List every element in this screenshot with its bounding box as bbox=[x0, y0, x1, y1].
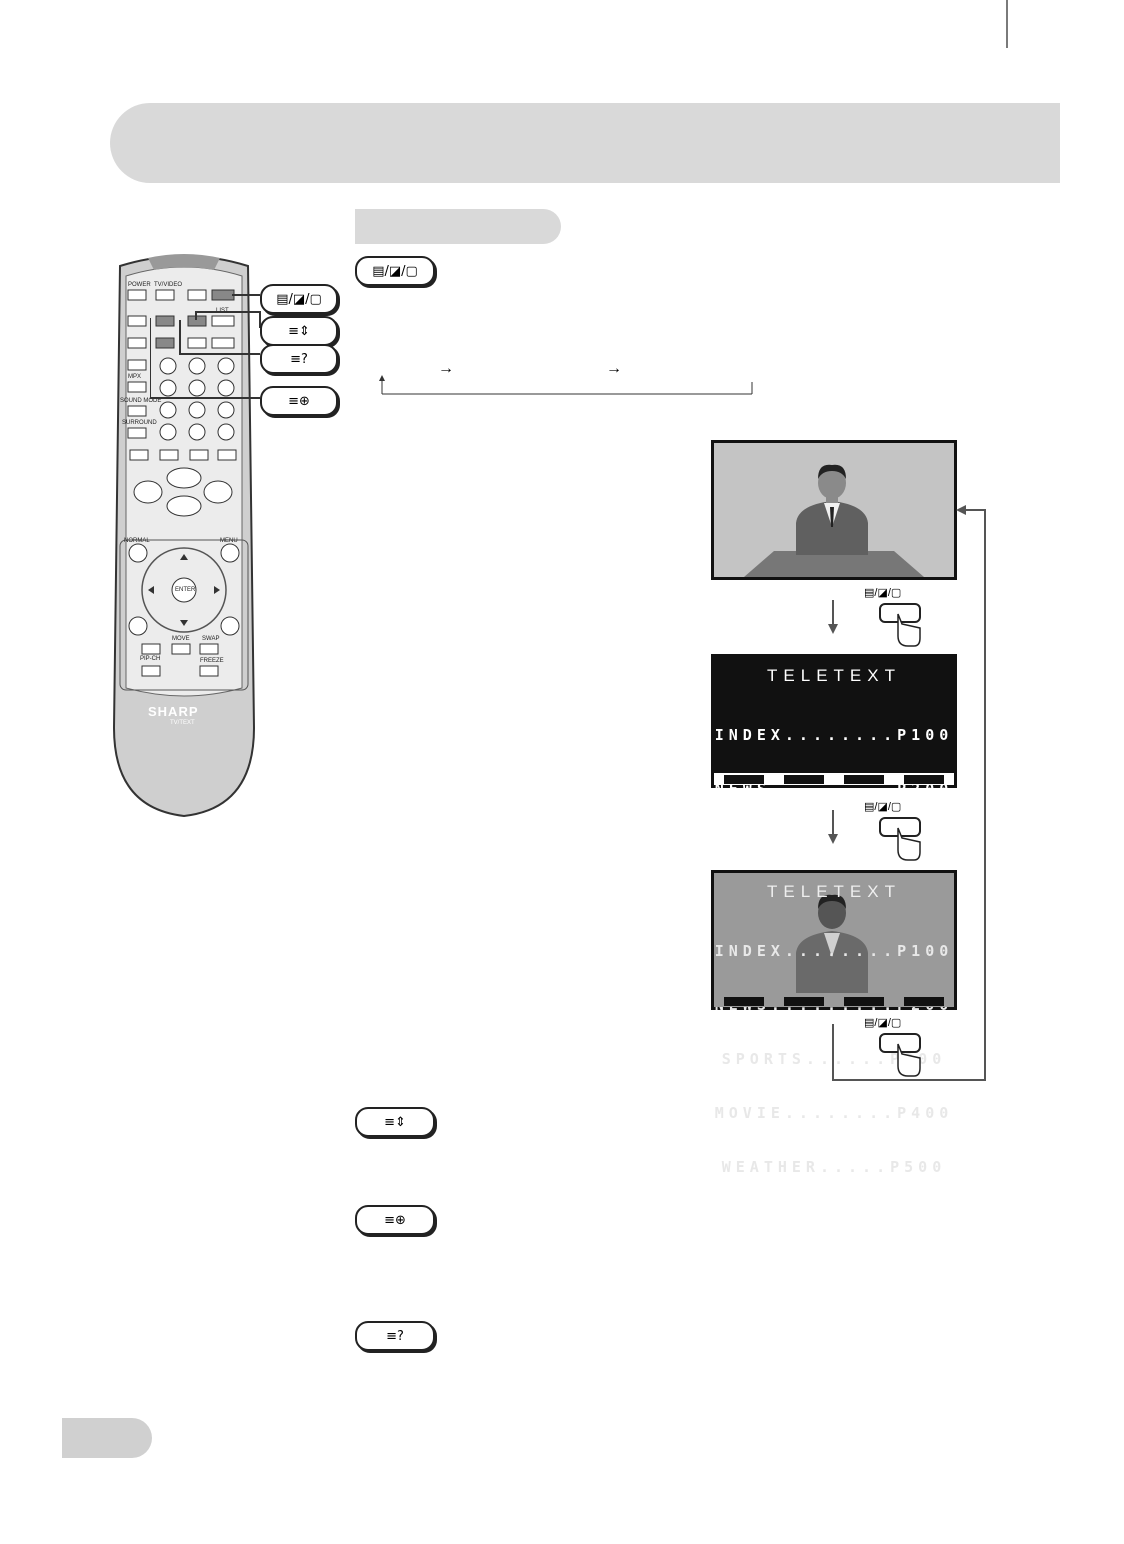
freeze-label: FREEZE bbox=[200, 658, 224, 664]
reveal-icon: ≡? bbox=[290, 351, 308, 367]
reveal-button-icon: ≡? bbox=[355, 1321, 435, 1351]
fastext-key bbox=[904, 996, 944, 1006]
text-mode-callout: ▤/◪/▢ bbox=[260, 284, 338, 314]
move-label: MOVE bbox=[172, 636, 190, 642]
fastext-key bbox=[784, 774, 824, 784]
pip-ch-label: PIP-CH bbox=[140, 656, 161, 662]
text-mode-callout-icon: ▤/◪/▢ bbox=[276, 291, 322, 307]
press-icon-label-1: ▤/◪/▢ bbox=[864, 587, 902, 599]
sound-mode-label: SOUND MODE bbox=[120, 398, 162, 404]
hold-callout: ≡⇕ bbox=[260, 316, 338, 346]
fastext-key bbox=[844, 774, 884, 784]
finger-press-icon-1 bbox=[879, 603, 921, 647]
enter-label: ENTER bbox=[175, 587, 196, 593]
mode-cycle-diagram bbox=[379, 375, 753, 395]
page-number-tab bbox=[62, 1418, 152, 1458]
mpx-label: MPX bbox=[128, 374, 142, 380]
mix-teletext-lines: INDEX........P100 NEWS.........P200 SPOR… bbox=[714, 906, 954, 1212]
down-arrow-1 bbox=[828, 600, 838, 634]
cycle-arrow-2: → bbox=[606, 360, 622, 377]
subpage-button-glyph: ≡⊕ bbox=[384, 1212, 406, 1228]
remote-control: POWER TV/VIDEO LIST MPX SOUND MODE SURRO… bbox=[108, 248, 260, 818]
section-tab bbox=[355, 209, 561, 244]
teletext-line: INDEX........P100 bbox=[714, 726, 954, 744]
reveal-button-glyph: ≡? bbox=[386, 1328, 404, 1344]
cycle-arrow-1: → bbox=[438, 360, 454, 377]
swap-label: SWAP bbox=[202, 636, 220, 642]
hold-button-glyph: ≡⇕ bbox=[384, 1114, 406, 1130]
mix-teletext-line: WEATHER.....P500 bbox=[721, 1158, 947, 1176]
hold-icon: ≡⇕ bbox=[288, 323, 310, 339]
callout-lines bbox=[150, 294, 261, 399]
mix-teletext-title: TELETEXT bbox=[767, 882, 901, 901]
subpage-button-icon: ≡⊕ bbox=[355, 1205, 435, 1235]
subpage-callout: ≡⊕ bbox=[260, 386, 338, 416]
hold-button-icon: ≡⇕ bbox=[355, 1107, 435, 1137]
fastext-bar bbox=[714, 773, 954, 785]
mix-screen: TELETEXT INDEX........P100 NEWS.........… bbox=[711, 870, 957, 1176]
remote-model: TV/TEXT bbox=[170, 720, 195, 726]
finger-press-icon-2 bbox=[879, 817, 921, 861]
tv-picture-screen bbox=[711, 440, 957, 580]
return-loop-arrow bbox=[832, 505, 986, 1081]
title-band bbox=[110, 103, 1060, 183]
reveal-callout: ≡? bbox=[260, 344, 338, 374]
fastext-key bbox=[724, 996, 764, 1006]
mix-teletext-line: MOVIE........P400 bbox=[714, 1104, 954, 1122]
fastext-key bbox=[724, 774, 764, 784]
down-arrow-2 bbox=[828, 810, 838, 844]
finger-press-icon-3 bbox=[879, 1033, 921, 1077]
teletext-line: SPORTS......P300 bbox=[721, 834, 947, 852]
top-rule bbox=[1006, 0, 1008, 48]
remote-brand: SHARP bbox=[148, 704, 199, 719]
text-mode-icon: ▤/◪/▢ bbox=[372, 263, 418, 279]
menu-label: MENU bbox=[220, 538, 238, 544]
mix-teletext-line: INDEX........P100 bbox=[714, 942, 954, 960]
teletext-title: TELETEXT bbox=[767, 666, 901, 685]
fastext-key bbox=[904, 774, 944, 784]
mix-teletext-line: SPORTS......P300 bbox=[721, 1050, 947, 1068]
subpage-icon: ≡⊕ bbox=[288, 393, 310, 409]
normal-label: NORMAL bbox=[124, 538, 150, 544]
tvvideo-label: TV/VIDEO bbox=[154, 282, 183, 288]
mix-fastext-bar bbox=[714, 995, 954, 1007]
fastext-key bbox=[844, 996, 884, 1006]
press-icon-label-2: ▤/◪/▢ bbox=[864, 801, 902, 813]
fastext-key bbox=[784, 996, 824, 1006]
press-icon-label-3: ▤/◪/▢ bbox=[864, 1017, 902, 1029]
surround-label: SURROUND bbox=[122, 420, 157, 426]
text-mode-button-icon: ▤/◪/▢ bbox=[355, 256, 435, 286]
power-label: POWER bbox=[128, 282, 151, 288]
